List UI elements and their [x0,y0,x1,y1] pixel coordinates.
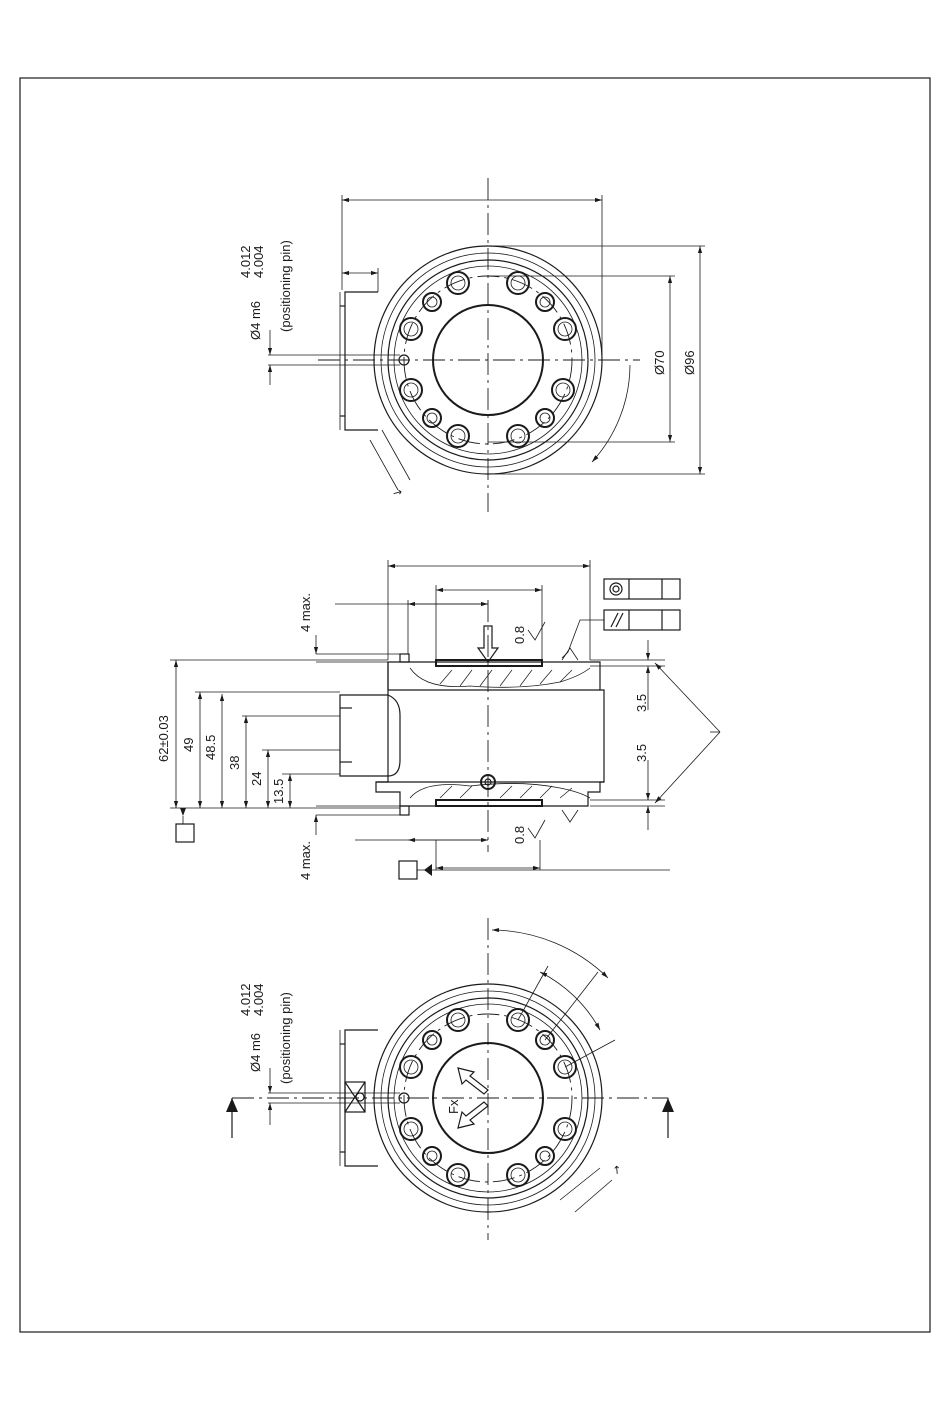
dim-total-height: 62±0.03 [156,715,171,762]
dim-49: 49 [181,738,196,752]
bolt-holes-top [399,272,576,447]
dim-13-5: 13.5 [271,779,286,804]
dim-38: 38 [227,756,242,770]
top-pin-tol-lower: 4.004 [251,245,266,278]
top-view: ↘ [268,178,705,512]
dim-inner-diameter: Ø70 [652,350,667,375]
bottom-view: ↗ [226,918,674,1240]
dim-depth-top: 3.5 [634,694,649,712]
dim-pin-max-top: 4 max. [298,593,313,632]
svg-text:↗: ↗ [610,1163,625,1178]
dim-outer-diameter: Ø96 [682,350,697,375]
drawing-frame [20,78,930,1332]
dim-24: 24 [249,772,264,786]
bolt-holes-bottom [399,1009,576,1186]
top-pin-note: (positioning pin) [278,240,293,332]
force-label: Fx [446,1099,461,1114]
top-pin-spec: Ø4 m6 [248,301,263,340]
roughness-top: 0.8 [512,626,527,644]
dim-pin-max-bottom: 4 max. [298,841,313,880]
bottom-pin-note: (positioning pin) [278,992,293,1084]
bottom-pin-tol-lower: 4.004 [251,983,266,1016]
dim-48-5: 48.5 [203,735,218,760]
dim-depth-bottom: 3.5 [634,744,649,762]
side-view [170,560,720,879]
roughness-bottom: 0.8 [512,826,527,844]
svg-text:↘: ↘ [390,486,405,500]
bottom-pin-spec: Ø4 m6 [248,1033,263,1072]
